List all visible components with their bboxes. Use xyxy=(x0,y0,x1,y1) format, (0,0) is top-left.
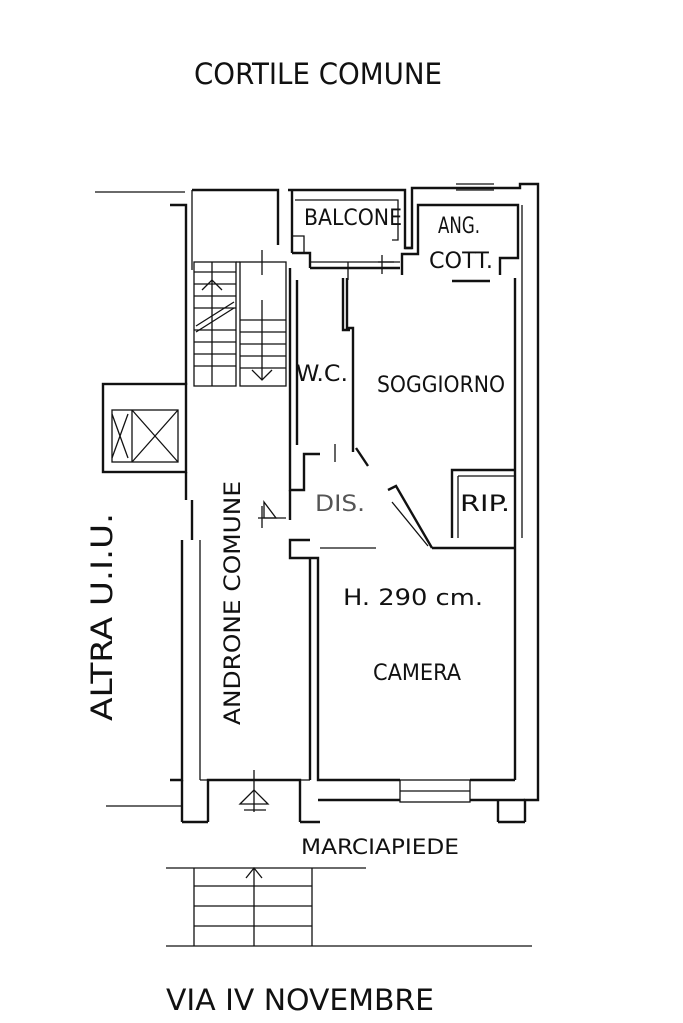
kitchenette-label-line2: COTT. xyxy=(429,249,493,274)
staircase xyxy=(193,250,287,387)
balcony-label: BALCONE xyxy=(304,206,402,231)
living-room-label: SOGGIORNO xyxy=(377,373,505,398)
entrance-steps xyxy=(166,866,532,947)
sidewalk-label: MARCIAPIEDE xyxy=(301,835,459,859)
entrance-markers xyxy=(238,500,286,812)
building-walls xyxy=(95,182,540,824)
courtyard-label: CORTILE COMUNE xyxy=(194,57,442,91)
storage-label: RIP. xyxy=(460,492,510,517)
wc-label: W.C. xyxy=(296,362,348,387)
other-unit-label: ALTRA U.I.U. xyxy=(85,513,119,721)
ceiling-height-label: H. 290 cm. xyxy=(343,586,483,611)
street-label: VIA IV NOVEMBRE xyxy=(166,983,434,1017)
kitchenette-label-line1: ANG. xyxy=(438,214,480,239)
hallway-label: DIS. xyxy=(315,492,365,517)
bedroom-label: CAMERA xyxy=(373,661,461,686)
common-hall-label: ANDRONE COMUNE xyxy=(221,481,246,725)
